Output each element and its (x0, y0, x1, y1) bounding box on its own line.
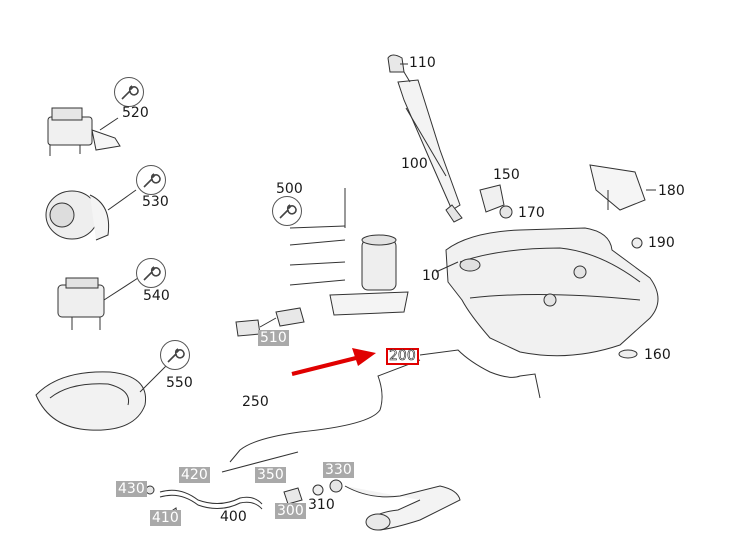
callout-420[interactable]: 420 (179, 467, 210, 483)
callout-300[interactable]: 300 (275, 503, 306, 519)
callout-500[interactable]: 500 (276, 181, 303, 197)
callout-160[interactable]: 160 (644, 347, 671, 363)
callout-110[interactable]: 110 (409, 55, 436, 71)
callout-520[interactable]: 520 (122, 105, 149, 121)
part-100-drawing[interactable] (387, 54, 463, 223)
wrench-icon[interactable] (160, 340, 190, 370)
callout-10[interactable]: 10 (422, 268, 440, 284)
callout-530[interactable]: 530 (142, 194, 169, 210)
part-530-drawing[interactable] (45, 189, 137, 241)
wrench-icon[interactable] (114, 77, 144, 107)
pointer-arrow-icon (291, 348, 376, 376)
part-500-drawing[interactable] (235, 188, 409, 337)
callout-100[interactable]: 100 (401, 156, 428, 172)
callout-310[interactable]: 310 (308, 497, 335, 513)
part-150-drawing[interactable] (479, 184, 513, 219)
callout-510[interactable]: 510 (258, 330, 289, 346)
callout-330[interactable]: 330 (323, 462, 354, 478)
callout-250[interactable]: 250 (242, 394, 269, 410)
callout-430[interactable]: 430 (116, 481, 147, 497)
wrench-icon[interactable] (272, 196, 302, 226)
callout-190[interactable]: 190 (648, 235, 675, 251)
wrench-icon[interactable] (136, 165, 166, 195)
part-540-drawing[interactable] (57, 277, 139, 330)
part-200-drawing[interactable] (229, 349, 541, 463)
wrench-icon[interactable] (136, 258, 166, 288)
callout-540[interactable]: 540 (143, 288, 170, 304)
part-190-drawing[interactable] (631, 237, 643, 249)
part-330-drawing[interactable] (344, 485, 461, 531)
callout-350[interactable]: 350 (255, 467, 286, 483)
part-300-drawing[interactable] (283, 479, 343, 505)
callout-180[interactable]: 180 (658, 183, 685, 199)
callout-170[interactable]: 170 (518, 205, 545, 221)
callout-400[interactable]: 400 (220, 509, 247, 525)
callout-410[interactable]: 410 (150, 510, 181, 526)
callout-550[interactable]: 550 (166, 375, 193, 391)
part-10-drawing[interactable] (445, 227, 659, 357)
separator-line (221, 451, 299, 473)
part-160-drawing[interactable] (618, 349, 638, 359)
part-180-drawing[interactable] (589, 164, 646, 211)
callout-150[interactable]: 150 (493, 167, 520, 183)
part-520-drawing[interactable] (47, 107, 121, 156)
callout-200-selected[interactable]: 200 (386, 348, 419, 365)
part-550-drawing[interactable] (35, 363, 169, 431)
